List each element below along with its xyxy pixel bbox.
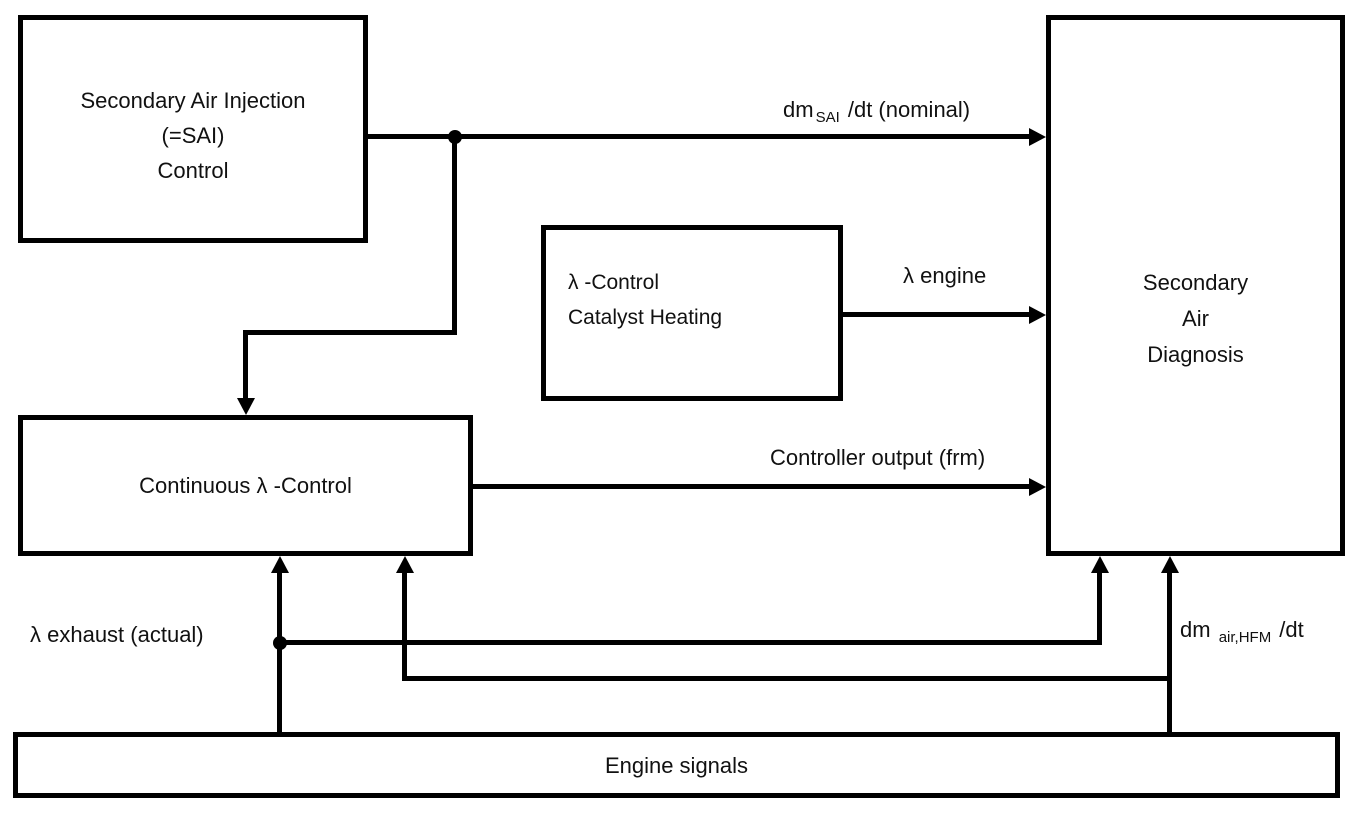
connector-exhaust-up-to-diagnosis — [1097, 571, 1102, 645]
secondary-air-diagnosis-box: Secondary Air Diagnosis — [1046, 15, 1345, 556]
sai-control-line2: (=SAI) — [161, 122, 225, 148]
arrowhead-catalyst-to-diagnosis-icon — [1029, 306, 1046, 324]
sai-control-box: Secondary Air Injection (=SAI) Control — [18, 15, 368, 243]
dm-air-hfm-post: /dt — [1273, 617, 1304, 642]
arrowhead-hfm-into-diagnosis-icon — [1161, 556, 1179, 573]
diagnosis-line1: Secondary — [1142, 270, 1249, 295]
arrowhead-exhaust-into-diagnosis-icon — [1091, 556, 1109, 573]
sai-control-line1: Secondary Air Injection — [80, 87, 306, 113]
signal-label-lambda-exhaust: λ exhaust (actual) — [30, 622, 204, 647]
signal-label-lambda-engine: λ engine — [903, 263, 987, 288]
connector-catalyst-to-diagnosis — [843, 312, 1030, 317]
signal-label-controller-output: Controller output (frm) — [770, 445, 986, 470]
continuous-lambda-control-label: Continuous λ -Control — [139, 473, 352, 498]
catalyst-heating-line1: λ -Control — [568, 271, 660, 294]
signal-label-dm-air-hfm: dm air,HFM /dt — [1180, 617, 1304, 646]
diagnosis-line2: Air — [1182, 306, 1209, 331]
sai-control-line3: Control — [157, 157, 229, 183]
dm-air-hfm-subscript: air,HFM — [1218, 629, 1272, 646]
dm-air-hfm-pre: dm — [1180, 617, 1217, 642]
dm-sai-post: /dt (nominal) — [841, 97, 971, 122]
connector-sai-branch-down — [243, 332, 248, 400]
arrowhead-sai-to-diagnosis-icon — [1029, 128, 1046, 146]
arrowhead-exhaust-into-continuous-icon — [271, 556, 289, 573]
connector-sai-branch-horizontal — [243, 330, 457, 335]
diagnosis-line3: Diagnosis — [1147, 342, 1244, 367]
connector-continuous-to-diagnosis — [473, 484, 1030, 489]
engine-signals-box: Engine signals — [13, 732, 1340, 798]
arrowhead-continuous-to-diagnosis-icon — [1029, 478, 1046, 496]
arrowhead-hfm-into-continuous-icon — [396, 556, 414, 573]
catalyst-heating-line2: Catalyst Heating — [568, 306, 723, 329]
connector-hfm-horizontal — [405, 676, 1170, 681]
connector-exhaust-vertical — [277, 571, 282, 732]
arrowhead-into-continuous-control-icon — [237, 398, 255, 415]
dm-sai-pre: dm — [783, 97, 814, 122]
connector-hfm-vertical — [1167, 571, 1172, 732]
connector-hfm-up-to-continuous — [402, 571, 407, 681]
continuous-lambda-control-box: Continuous λ -Control — [18, 415, 473, 556]
dm-sai-subscript: SAI — [815, 109, 840, 126]
connector-sai-branch-vertical — [452, 137, 457, 332]
engine-signals-label: Engine signals — [604, 752, 749, 778]
catalyst-heating-box: λ -Control Catalyst Heating — [541, 225, 843, 401]
connector-sai-to-diagnosis — [368, 134, 1030, 139]
connector-exhaust-horizontal — [280, 640, 1102, 645]
